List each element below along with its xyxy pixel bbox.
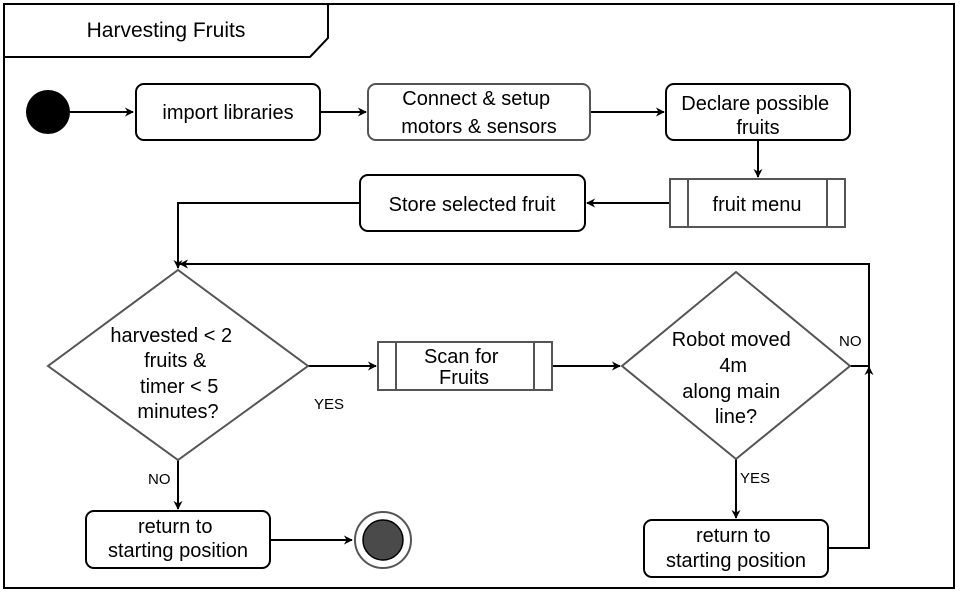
edge-return-right-loop bbox=[828, 366, 874, 549]
node-import-libraries-label: import libraries bbox=[162, 102, 293, 124]
label-harvest-no: NO bbox=[148, 471, 171, 488]
edge-store-decision bbox=[173, 202, 360, 269]
frame-title: Harvesting Fruits bbox=[87, 19, 246, 42]
edge-moved-no-loop bbox=[179, 259, 870, 367]
node-return-left bbox=[85, 510, 271, 569]
node-return-right-label: return to starting position bbox=[666, 525, 806, 572]
node-store-fruit-label: Store selected fruit bbox=[389, 194, 556, 216]
label-moved-yes: YES bbox=[740, 470, 770, 487]
label-harvest-yes: YES bbox=[314, 396, 344, 413]
frame-title-tab bbox=[4, 4, 329, 58]
node-return-left-label: return to starting position bbox=[108, 516, 248, 562]
node-return-right bbox=[643, 519, 829, 578]
start-node bbox=[26, 90, 70, 134]
node-fruit-menu bbox=[669, 178, 846, 228]
decision-robot-moved bbox=[620, 270, 852, 461]
decision-robot-moved-label: Robot moved 4m along main line? bbox=[672, 329, 797, 428]
node-scan-fruits-label: Scan for Fruits bbox=[424, 346, 504, 389]
decision-harvested-label: harvested < 2 fruits & timer < 5 minutes… bbox=[110, 325, 237, 423]
node-fruit-menu-label: fruit menu bbox=[713, 194, 802, 216]
end-node-inner bbox=[362, 519, 404, 561]
node-declare-fruits bbox=[665, 83, 851, 141]
node-import-libraries bbox=[135, 83, 321, 141]
decision-harvested bbox=[46, 268, 310, 462]
node-scan-fruits bbox=[377, 341, 553, 391]
node-store-fruit bbox=[359, 174, 586, 232]
node-connect-setup-label: Connect & setup motors & sensors bbox=[401, 88, 557, 138]
node-declare-fruits-label: Declare possible fruits bbox=[681, 93, 834, 139]
label-moved-no: NO bbox=[839, 333, 862, 350]
node-connect-setup bbox=[367, 83, 591, 141]
